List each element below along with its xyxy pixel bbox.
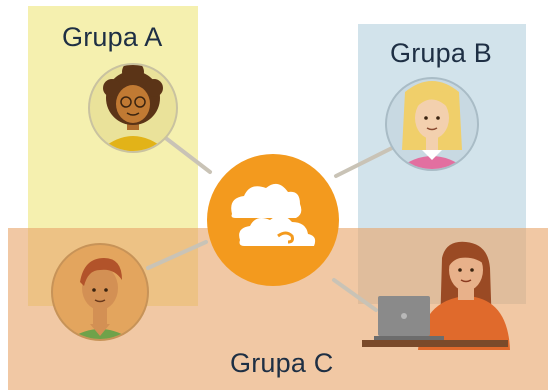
group-c-label: Grupa C <box>230 348 334 378</box>
person-blonde-hair-icon <box>385 77 479 171</box>
person-with-laptop-icon <box>362 241 510 350</box>
group-b-label: Grupa B <box>390 38 492 68</box>
person-green-shirt-icon <box>51 243 149 341</box>
connector-line-a <box>161 134 212 174</box>
connector-lines <box>146 134 394 312</box>
person-curly-hair-icon <box>88 63 178 153</box>
connector-line-c2 <box>332 278 378 312</box>
group-a-label: Grupa A <box>62 22 163 52</box>
connector-line-b <box>334 146 394 178</box>
cloud-icon <box>207 154 339 286</box>
connector-line-c1 <box>146 240 208 270</box>
